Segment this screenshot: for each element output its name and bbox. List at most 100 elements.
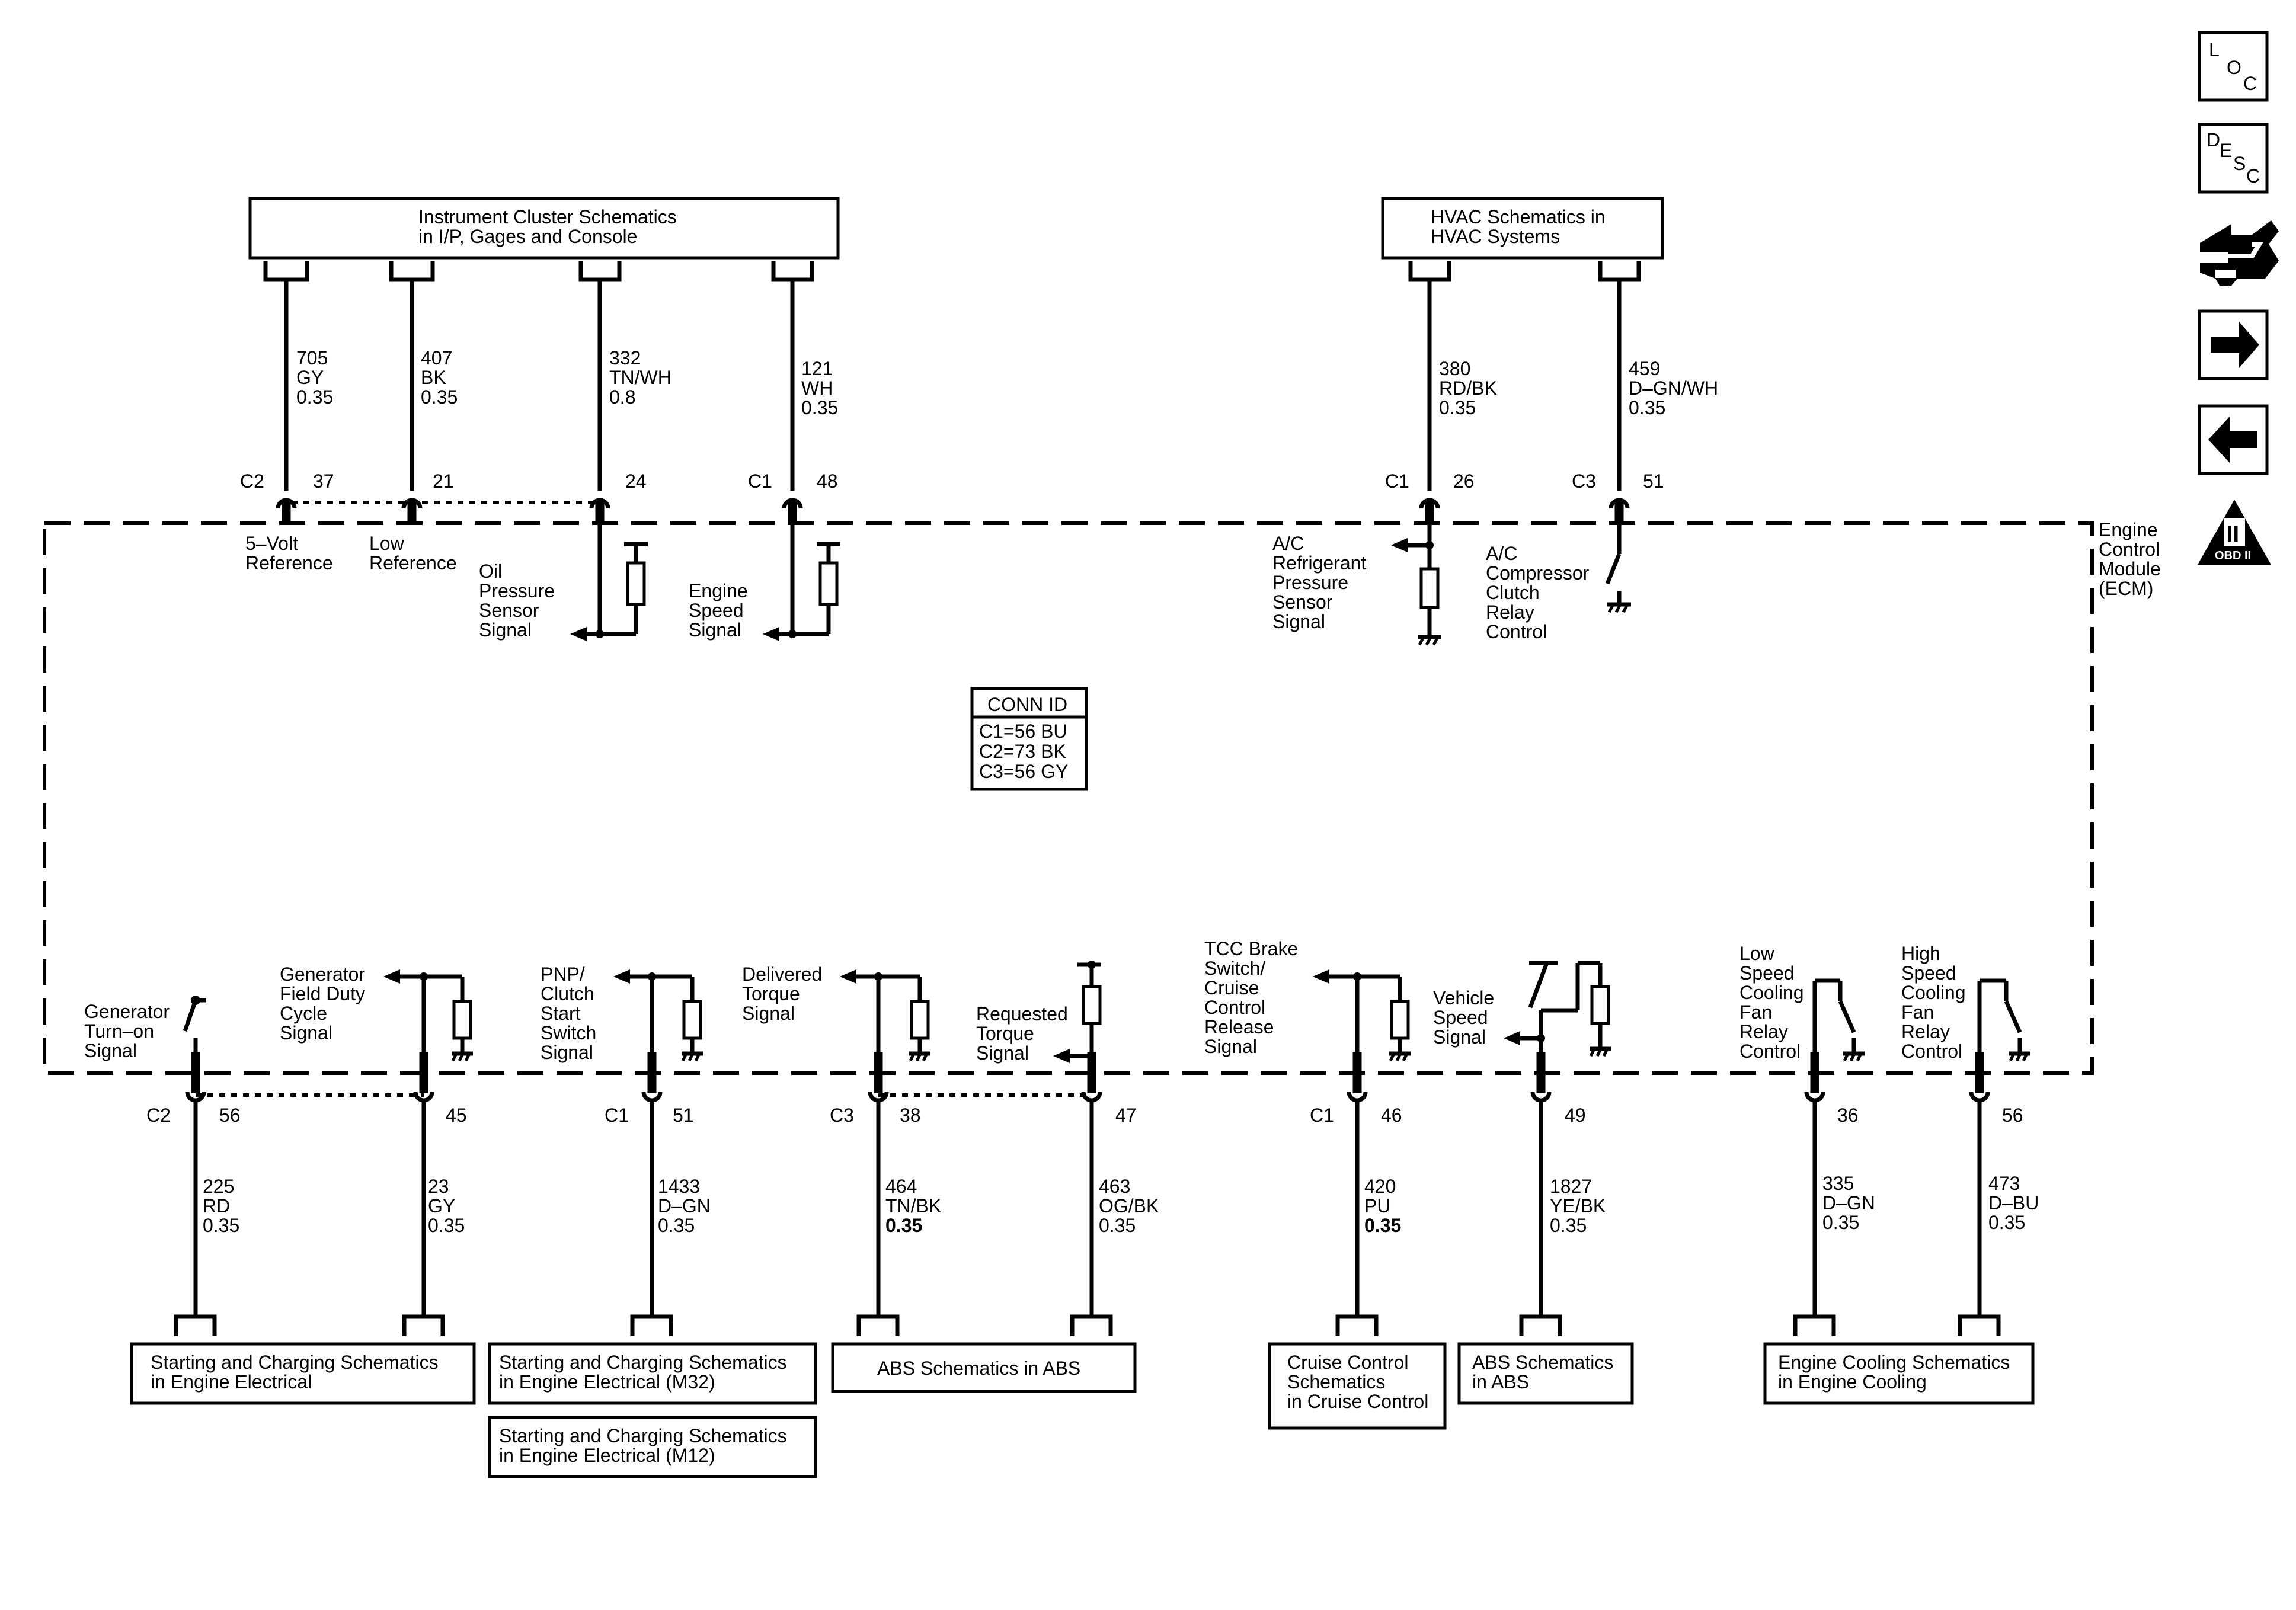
circuit-1433-size: 0.35: [658, 1215, 695, 1236]
circuit-473-size: 0.35: [1988, 1212, 2025, 1233]
circuit-473-color: D–BU: [1988, 1192, 2039, 1214]
engine-cooling-link[interactable]: Engine Cooling Schematics in Engine Cool…: [1763, 1342, 2035, 1405]
circuit-705-pin: 37: [313, 470, 334, 492]
circuit-463-number: 463: [1099, 1176, 1130, 1197]
circuit-464-connector: C3: [830, 1105, 854, 1126]
circuit-420: TCC Brake Switch/ Cruise Control Release…: [1204, 938, 1411, 1336]
circuit-1433-color: D–GN: [658, 1195, 711, 1217]
circuit-335-name-4: Fan: [1739, 1001, 1772, 1023]
abs2-line1: ABS Schematics: [1472, 1352, 1613, 1373]
circuit-1827-size: 0.35: [1550, 1215, 1587, 1236]
circuit-380: 380 RD/BK 0.35 C1 26 A/C Refrigerant Pre…: [1272, 261, 1497, 646]
circuit-459-name-4: Relay: [1486, 601, 1534, 623]
cooling-line2: in Engine Cooling: [1778, 1371, 1927, 1393]
circuit-463-name-2: Torque: [976, 1023, 1034, 1044]
circuit-459-name-1: A/C: [1486, 543, 1517, 564]
circuit-1433-name-3: Start: [541, 1003, 581, 1024]
circuit-1827-number: 1827: [1550, 1176, 1592, 1197]
arrow-right-icon: [2211, 322, 2259, 368]
circuit-335: Low Speed Cooling Fan Relay Control 36 3…: [1739, 943, 1875, 1336]
circuit-380-number: 380: [1439, 358, 1470, 379]
circuit-1433-name-5: Signal: [541, 1042, 593, 1063]
conn-id-c1: C1=56 BU: [979, 721, 1067, 742]
circuit-380-size: 0.35: [1439, 397, 1476, 418]
cruise-line1: Cruise Control: [1287, 1352, 1409, 1373]
hvac-schematics-link[interactable]: HVAC Schematics in HVAC Systems: [1381, 197, 1664, 260]
cruise-line3: in Cruise Control: [1287, 1391, 1428, 1412]
circuit-23-name-1: Generator: [280, 964, 365, 985]
circuit-705-connector: C2: [240, 470, 264, 492]
connector-id-table: CONN ID C1=56 BU C2=73 BK C3=56 GY: [970, 687, 1088, 791]
circuit-420-size: 0.35: [1364, 1215, 1401, 1236]
abs2-line2: in ABS: [1472, 1371, 1529, 1393]
circuit-463-name-1: Requested: [976, 1003, 1068, 1025]
circuit-407-color: BK: [421, 367, 446, 388]
loc-icon-c: C: [2243, 73, 2257, 94]
circuit-225-pin: 56: [219, 1105, 241, 1126]
circuit-225-number: 225: [203, 1176, 234, 1197]
circuit-459-pin: 51: [1643, 470, 1664, 492]
circuit-705-name-1: 5–Volt: [245, 533, 298, 554]
conn-id-c2: C2=73 BK: [979, 741, 1066, 762]
circuit-420-pin: 46: [1381, 1105, 1402, 1126]
abs-schematics-link-2[interactable]: ABS Schematics in ABS: [1457, 1342, 1634, 1405]
circuit-464-number: 464: [885, 1176, 917, 1197]
connector-end-view-button[interactable]: [2200, 220, 2279, 286]
conn-id-title: CONN ID: [987, 694, 1067, 715]
charging-m12-line2: in Engine Electrical (M12): [499, 1445, 715, 1466]
circuit-473-name-6: Control: [1901, 1041, 1962, 1062]
circuit-380-name-4: Sensor: [1272, 591, 1333, 613]
circuit-463: Requested Torque Signal 47 463 OG/BK 0.3…: [976, 961, 1159, 1336]
circuit-335-name-1: Low: [1739, 943, 1775, 964]
circuit-420-name-5: Release: [1204, 1016, 1274, 1038]
next-page-button[interactable]: [2198, 309, 2269, 380]
circuit-380-name-5: Signal: [1272, 611, 1325, 632]
charging-m32-link[interactable]: Starting and Charging Schematics in Engi…: [488, 1342, 817, 1405]
circuit-1827-pin: 49: [1565, 1105, 1586, 1126]
circuit-407: 407 BK 0.35 21 Low Reference: [369, 261, 458, 574]
circuit-332-name-3: Sensor: [479, 600, 539, 621]
instrument-cluster-link[interactable]: Instrument Cluster Schematics in I/P, Ga…: [248, 197, 840, 260]
charging-m12-link[interactable]: Starting and Charging Schematics in Engi…: [488, 1416, 817, 1478]
connector-end-view-icon: [2200, 220, 2279, 286]
circuit-225-connector: C2: [146, 1105, 171, 1126]
circuit-23-name-3: Cycle: [280, 1003, 327, 1024]
charging-schematics-link[interactable]: Starting and Charging Schematics in Engi…: [130, 1342, 476, 1405]
circuit-121-size: 0.35: [801, 397, 838, 418]
circuit-407-name-1: Low: [369, 533, 405, 554]
circuit-23-pin: 45: [446, 1105, 467, 1126]
circuit-459-number: 459: [1629, 358, 1660, 379]
abs1-line1: ABS Schematics in ABS: [877, 1358, 1080, 1379]
circuit-332-name-4: Signal: [479, 619, 532, 641]
circuit-380-pin: 26: [1453, 470, 1475, 492]
circuit-464-name-3: Signal: [742, 1003, 795, 1024]
circuit-225-name-1: Generator: [84, 1001, 170, 1022]
circuit-121-pin: 48: [817, 470, 838, 492]
obd-ii-button[interactable]: II OBD II: [2198, 500, 2271, 565]
circuit-464-color: TN/BK: [885, 1195, 941, 1217]
circuit-459-color: D–GN/WH: [1629, 377, 1718, 399]
circuit-23-number: 23: [428, 1176, 449, 1197]
circuit-705-size: 0.35: [296, 386, 333, 408]
desc-button[interactable]: D E S C: [2198, 123, 2269, 194]
loc-button[interactable]: L O C: [2198, 31, 2269, 102]
cruise-control-link[interactable]: Cruise Control Schematics in Cruise Cont…: [1268, 1342, 1447, 1430]
circuit-473-name-1: High: [1901, 943, 1940, 964]
circuit-225: Generator Turn–on Signal C2 56 225 RD 0.…: [84, 996, 241, 1336]
circuit-420-name-3: Cruise: [1204, 977, 1259, 998]
abs-schematics-link-1[interactable]: ABS Schematics in ABS: [831, 1342, 1137, 1393]
circuit-463-name-3: Signal: [976, 1042, 1029, 1064]
circuit-225-color: RD: [203, 1195, 230, 1217]
circuit-23-size: 0.35: [428, 1215, 465, 1236]
circuit-380-color: RD/BK: [1439, 377, 1497, 399]
circuit-335-size: 0.35: [1822, 1212, 1859, 1233]
circuit-1827-name-1: Vehicle: [1433, 987, 1494, 1009]
circuit-121-color: WH: [801, 377, 833, 399]
desc-icon-c: C: [2246, 165, 2260, 187]
hvac-line1: HVAC Schematics in: [1431, 206, 1606, 228]
circuit-463-size: 0.35: [1099, 1215, 1136, 1236]
circuit-407-name-2: Reference: [369, 552, 457, 574]
previous-page-button[interactable]: [2198, 404, 2269, 475]
circuit-420-name-1: TCC Brake: [1204, 938, 1298, 959]
circuit-1433-pin: 51: [673, 1105, 694, 1126]
